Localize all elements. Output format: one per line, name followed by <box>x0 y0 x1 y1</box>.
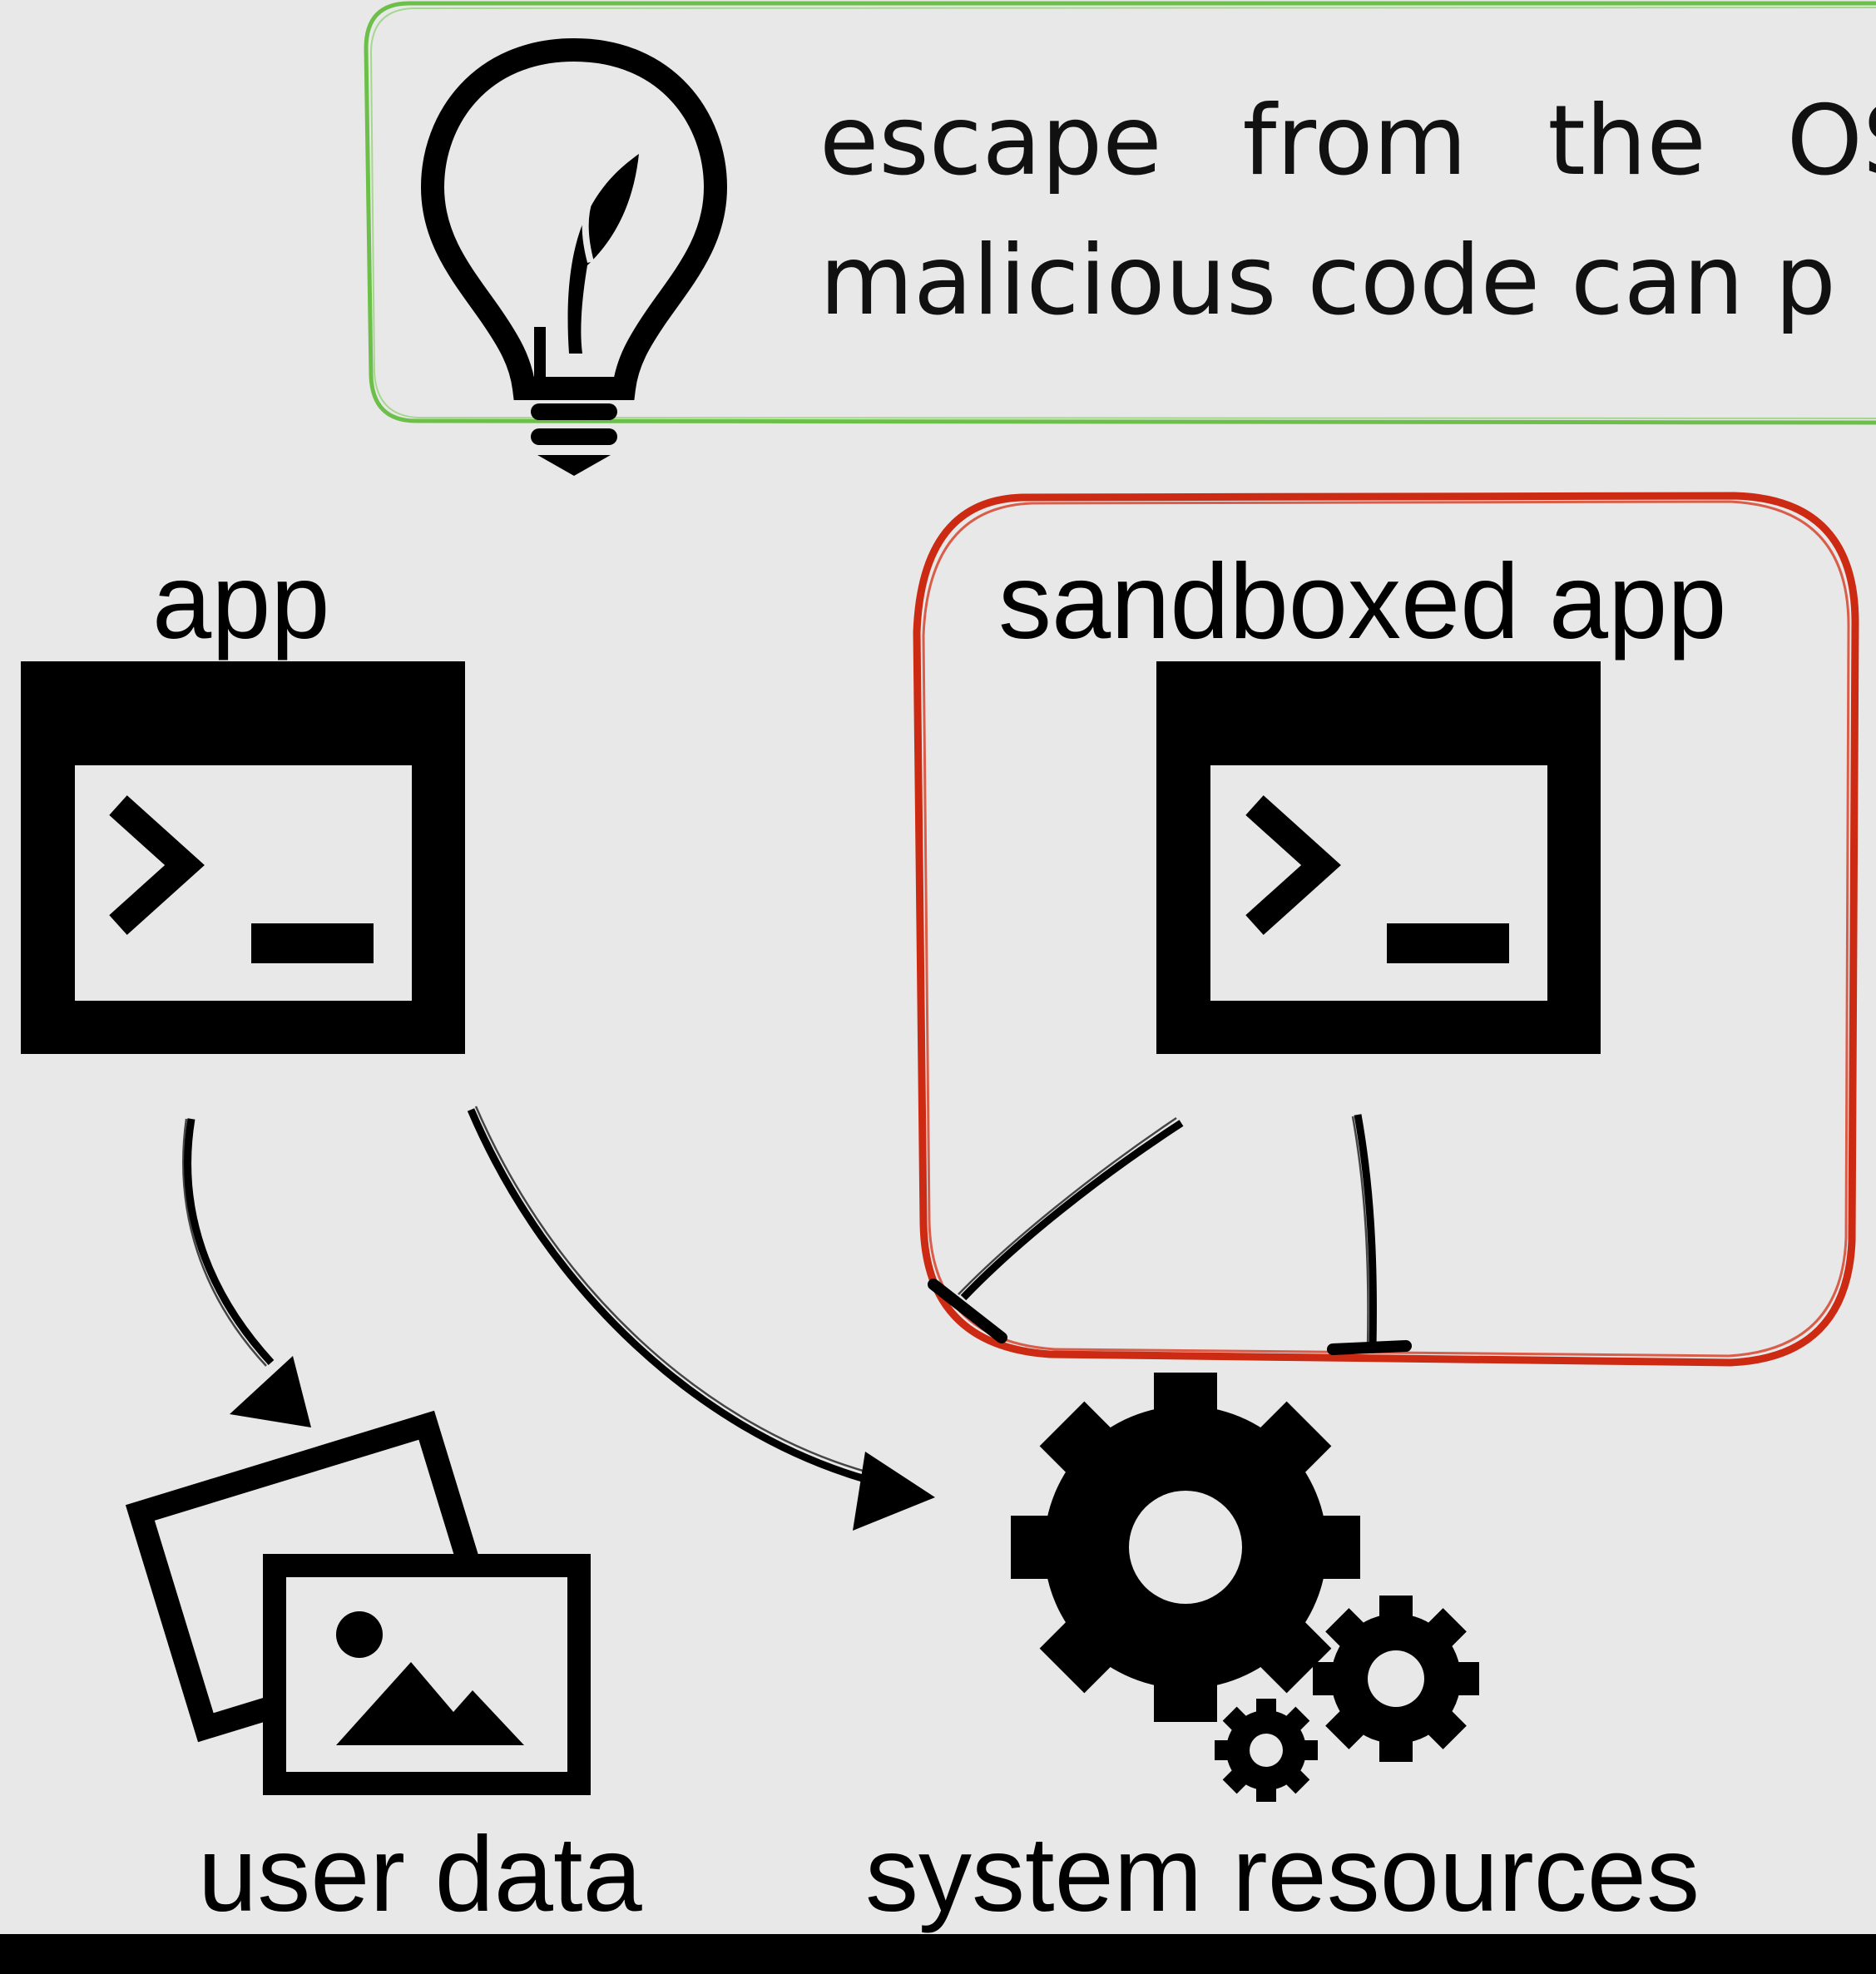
blocked-path-right <box>1327 1114 1412 1355</box>
sandboxed-app-terminal-icon <box>1156 661 1601 1054</box>
blocked-path-left <box>928 1116 1184 1343</box>
app-label: app <box>152 542 330 661</box>
arrow-app-to-system-resources <box>467 1106 935 1531</box>
hint-text-line-1: escape from the OS <box>819 85 1876 197</box>
sandboxed-app-label: sandboxed app <box>998 542 1727 661</box>
arrow-app-to-user-data <box>182 1118 311 1427</box>
app-terminal-icon <box>21 661 465 1054</box>
system-resources-label: system resources <box>865 1815 1700 1934</box>
sandbox-boundary <box>913 492 1859 1367</box>
images-icon <box>125 1410 591 1795</box>
hint-box <box>364 1 1876 425</box>
bottom-bar <box>0 1934 1876 1974</box>
hint-text-line-2: malicious code can p <box>819 225 1836 337</box>
gears-icon <box>1011 1373 1479 1802</box>
lightbulb-leaf-icon <box>420 37 728 476</box>
user-data-label: user data <box>198 1815 642 1934</box>
